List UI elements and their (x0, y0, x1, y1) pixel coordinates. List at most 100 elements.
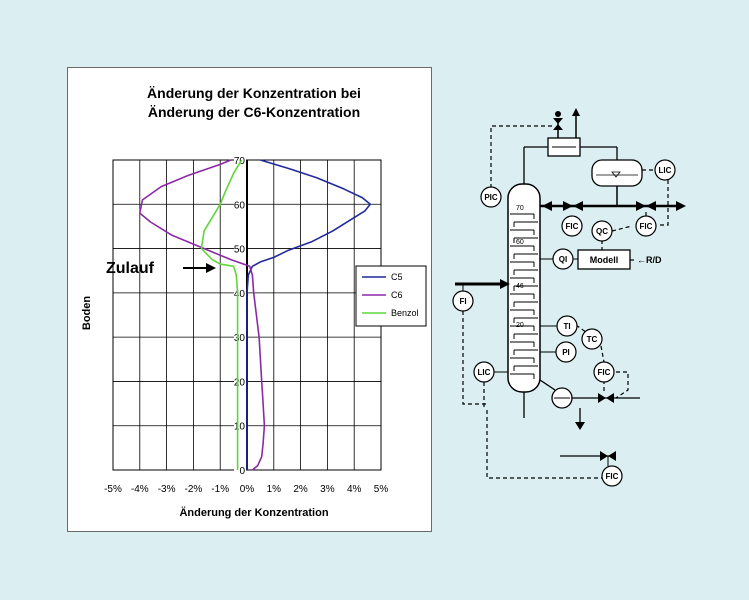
y-tick-label: 40 (234, 289, 246, 300)
svg-text:TC: TC (587, 335, 598, 344)
condensate-arrow (575, 422, 585, 430)
fic3-right-signal (615, 371, 629, 399)
pic-bubble: PIC (480, 186, 502, 208)
reflux-valve-1b (573, 201, 583, 211)
steam-valve (598, 393, 606, 403)
x-tick-label: -2% (185, 484, 203, 495)
qc-fic-signal (611, 225, 633, 232)
reboiler-inlet (539, 379, 556, 391)
legend-label-c5: C5 (391, 272, 403, 282)
legend-label-c6: C6 (391, 290, 403, 300)
svg-text:QI: QI (559, 255, 567, 264)
x-tick-label: 0% (240, 484, 255, 495)
y-tick-bg (234, 154, 246, 165)
chart-ticks: -5% -4% -3% -2% -1% 0% 1% 2% 3% 4% 5% 0 10 20 30 40 50 60… (104, 154, 388, 495)
series-line-c6 (139, 159, 266, 471)
y-tick-label: 20 (234, 377, 246, 388)
pi-bubble: PI (555, 341, 577, 363)
x-tick-label: 1% (267, 484, 282, 495)
svg-text:FIC: FIC (640, 222, 653, 231)
svg-text:QC: QC (596, 227, 608, 236)
column-schematic: 70 60 46 20 (452, 108, 686, 487)
x-tick-label: 5% (374, 484, 389, 495)
feed-annotation-label: Zulauf (106, 260, 155, 277)
svg-text:FIC: FIC (598, 368, 611, 377)
reflux-line-arrow-left (542, 201, 552, 211)
svg-text:FIC: FIC (566, 222, 579, 231)
reflux-drum-level-mark (611, 171, 621, 178)
steam-valve-b (606, 393, 614, 403)
rd-label: ←R/D (637, 255, 662, 265)
y-tick-bg (234, 375, 246, 387)
svg-text:FI: FI (459, 297, 466, 306)
y-tick-bg (234, 419, 246, 431)
y-tick-label: 50 (234, 245, 246, 256)
y-tick-label: 30 (234, 333, 246, 344)
legend-box (355, 265, 427, 327)
feed-arrow-head (206, 263, 216, 273)
qi-bubble: QI (552, 248, 574, 270)
x-axis-label: Änderung der Konzentration (179, 506, 328, 519)
tray-number-20: 20 (516, 322, 524, 329)
qc-bubble: QC (591, 220, 613, 242)
ti-bubble: TI (556, 315, 578, 337)
y-tick-bg (234, 286, 246, 298)
y-tick-bg (234, 331, 246, 343)
x-tick-label: 3% (320, 484, 335, 495)
tc-bubble: TC (581, 328, 603, 350)
y-tick-label: 70 (234, 156, 246, 167)
feed-annotation: Zulauf (106, 260, 216, 277)
svg-text:Modell: Modell (590, 255, 619, 265)
svg-text:TI: TI (563, 322, 570, 331)
x-tick-label: -3% (158, 484, 176, 495)
chart-title-line2: Änderung der C6-Konzentration (148, 104, 360, 120)
y-tick-bg (234, 198, 246, 210)
model-box: Modell (577, 249, 631, 270)
x-tick-label: -1% (211, 484, 229, 495)
x-tick-label: -4% (131, 484, 149, 495)
lic-bottom-bubble: LIC (473, 361, 495, 383)
column-trays (510, 213, 538, 379)
fic-4-bubble: FIC (601, 465, 623, 487)
distillation-column (507, 183, 541, 393)
svg-text:PIC: PIC (484, 193, 498, 202)
bottom-valve-b (608, 451, 616, 461)
fi-signal (462, 311, 487, 405)
svg-text:FIC: FIC (606, 472, 619, 481)
fic-1-bubble: FIC (561, 215, 583, 237)
reflux-drum (591, 159, 643, 187)
concentration-chart: Änderung der Konzentration bei Änderung … (81, 85, 427, 519)
y-tick-label: 0 (239, 466, 245, 477)
y-tick-bg (234, 464, 246, 475)
feed-line-arrow (500, 279, 510, 289)
bottom-valve (600, 451, 608, 461)
legend-label-benzol: Benzol (391, 308, 419, 318)
lic-fic2-signal (658, 180, 669, 226)
svg-text:LIC: LIC (478, 368, 491, 377)
x-tick-label: 4% (347, 484, 362, 495)
svg-text:LIC: LIC (659, 166, 672, 175)
reflux-valve-2 (636, 201, 646, 211)
fic-2-bubble: FIC (635, 215, 657, 237)
reflux-valve-2b (646, 201, 656, 211)
reflux-valve-1 (563, 201, 573, 211)
series-line-c5 (246, 159, 372, 470)
svg-text:PI: PI (562, 348, 570, 357)
tray-number-46: 46 (516, 283, 524, 290)
x-tick-label: 2% (293, 484, 308, 495)
vent-arrow (572, 108, 580, 116)
coolant-valve-lower (553, 124, 563, 130)
y-tick-label: 10 (234, 422, 246, 433)
chart-title-line1: Änderung der Konzentration bei (147, 85, 361, 101)
y-tick-label: 60 (234, 200, 246, 211)
fi-bubble: FI (452, 290, 474, 312)
tray-number-70: 70 (516, 205, 524, 212)
series-line-benzol (200, 159, 243, 470)
x-tick-label: -5% (104, 484, 122, 495)
coolant-valve-top (555, 111, 561, 117)
tc-fic3-signal (600, 345, 605, 363)
bottom-fic-signal (486, 410, 602, 479)
y-axis-label: Boden (81, 296, 93, 331)
chart-legend: C5 C6 Benzol (355, 265, 427, 327)
fic-3-bubble: FIC (593, 361, 615, 383)
